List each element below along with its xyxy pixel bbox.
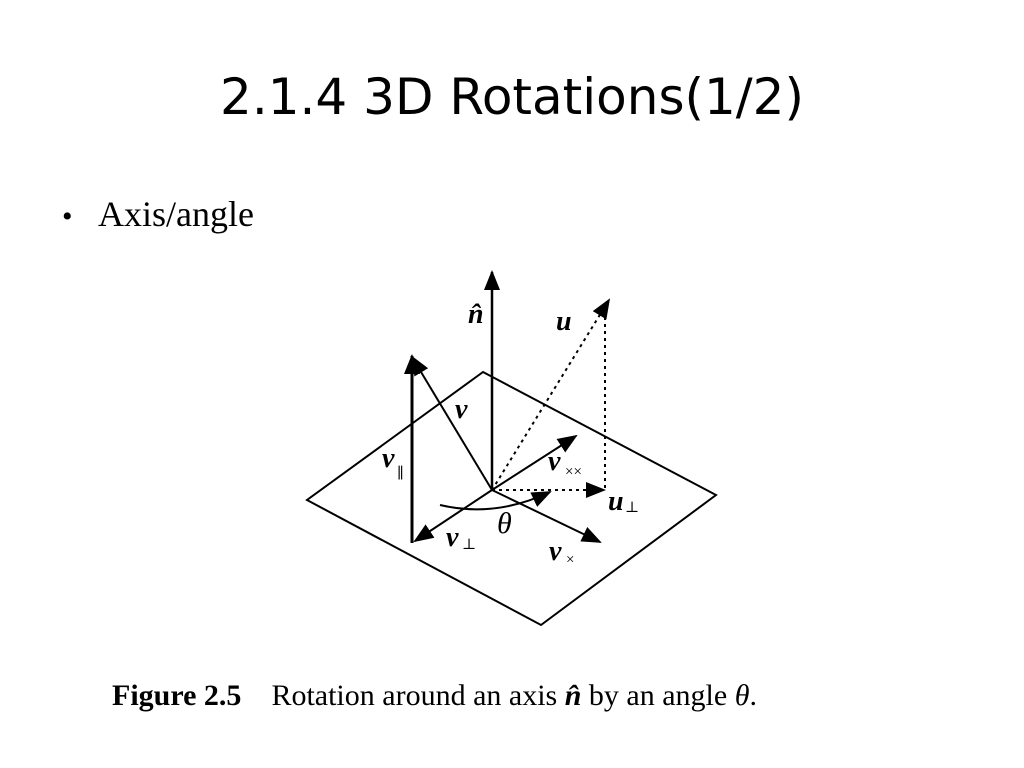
u-perp-label: u — [608, 486, 624, 517]
caption-text-before: Rotation around an axis — [271, 679, 565, 712]
bullet-item: • Axis/angle — [62, 190, 254, 241]
v-cross-cross-subscript: ×× — [565, 464, 582, 480]
n-hat-label: n̂ — [468, 299, 484, 330]
bullet-dot-icon: • — [62, 200, 73, 233]
u-vector-arrow — [491, 298, 611, 491]
caption-label: Figure 2.5 — [112, 679, 242, 712]
caption-angle-symbol: θ — [734, 679, 750, 712]
v-cross-cross-arrow — [491, 434, 578, 491]
v-cross-arrow — [491, 489, 602, 543]
v-cross-label: v — [549, 536, 562, 567]
v-perp-arrow — [413, 489, 493, 543]
bullet-list: • Axis/angle — [62, 190, 254, 241]
slide-title: 2.1.4 3D Rotations(1/2) — [220, 68, 804, 126]
caption-text-middle: by an angle — [581, 679, 735, 712]
figure-caption: Figure 2.5 Rotation around an axis n̂ by … — [112, 676, 757, 716]
u-label: u — [556, 306, 572, 337]
rotation-plane — [305, 370, 718, 627]
bullet-text: Axis/angle — [98, 194, 254, 234]
theta-arc — [439, 491, 552, 511]
v-perp-subscript: ⊥ — [462, 537, 476, 553]
v-parallel-subscript: ∥ — [397, 465, 404, 482]
v-vector-arrow — [410, 355, 493, 491]
caption-text-after: . — [749, 679, 757, 712]
caption-axis-symbol: n̂ — [564, 679, 582, 712]
v-perp-label: v — [446, 522, 459, 553]
v-parallel-label: v — [382, 443, 395, 474]
v-label: v — [455, 394, 468, 425]
u-perp-subscript: ⊥ — [625, 500, 639, 516]
v-cross-cross-label: v — [548, 446, 561, 477]
v-cross-subscript: × — [566, 552, 574, 568]
theta-label: θ — [497, 507, 512, 540]
